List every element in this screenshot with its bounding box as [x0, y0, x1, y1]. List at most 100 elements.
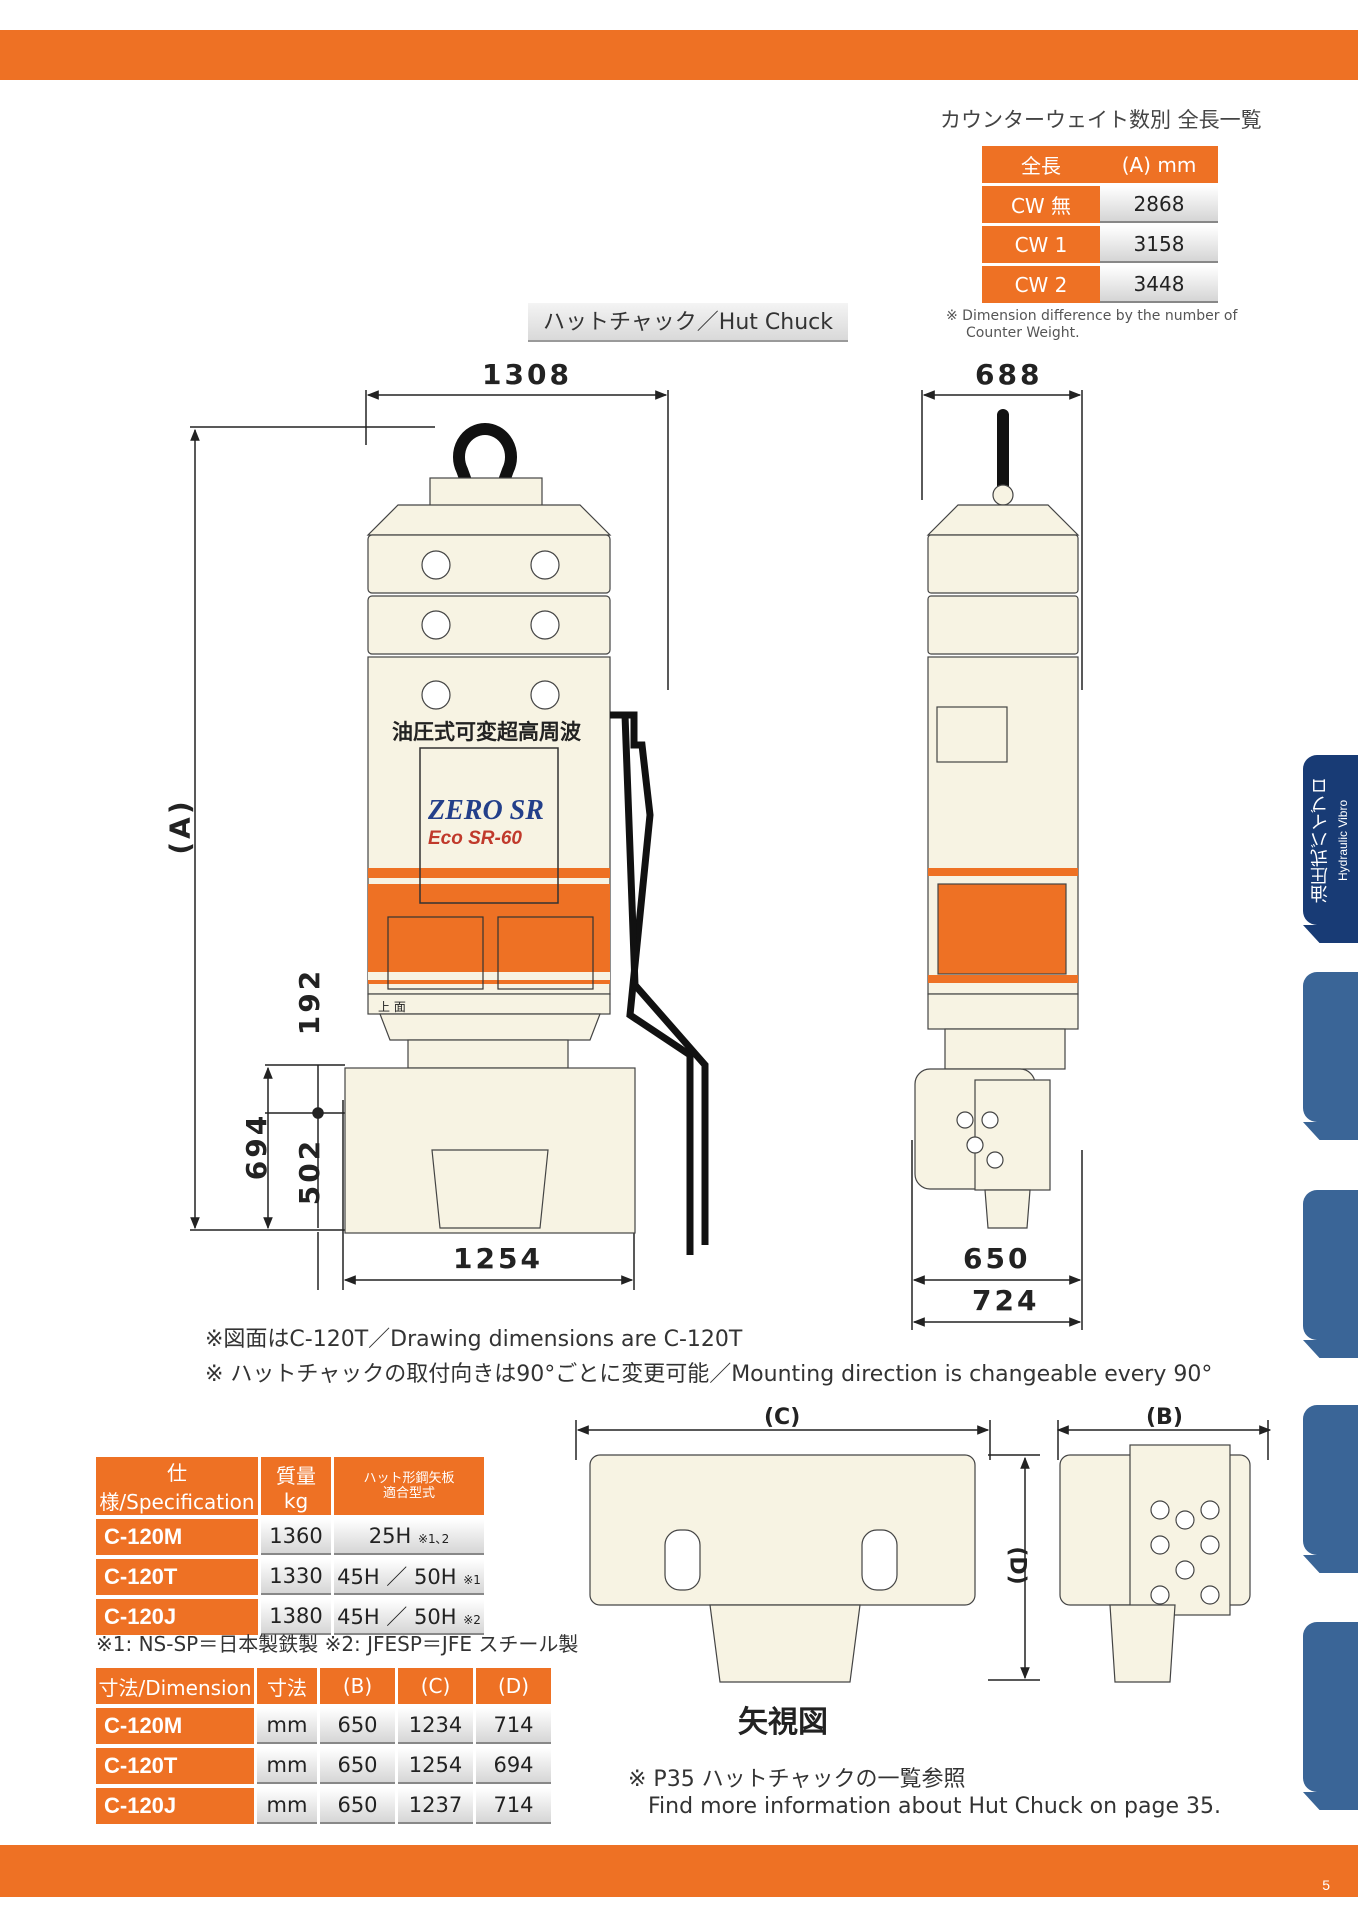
spec-header-spec: 仕様/Specification [96, 1457, 258, 1515]
cw-row-value: 3158 [1100, 226, 1218, 263]
view-label-d: (D) [1004, 1546, 1030, 1585]
reference-note-line1: ※ P35 ハットチャックの一覧参照 [628, 1767, 966, 1792]
cw-note-line1: ※ Dimension difference by the number of [946, 308, 1238, 324]
arrow-view-title: 矢視図 [738, 1705, 828, 1740]
cw-note-line2: Counter Weight. [966, 325, 1080, 341]
spec-type: 45H ／ 50H [337, 1565, 457, 1589]
side-tab-hydraulic-vibro[interactable]: 油圧式バイブロ Hydraulic Vibro [1303, 755, 1358, 925]
side-view [914, 409, 1080, 1229]
arrow-view-b [1059, 1444, 1251, 1683]
spec-model: C-120J [96, 1599, 258, 1635]
bottom-accent-bar [0, 1845, 1358, 1897]
dim-c: 1234 [398, 1708, 473, 1744]
spec-type: 25H [368, 1524, 412, 1548]
spec-mark: ※1 [463, 1573, 481, 1587]
top-mark: 上 面 [378, 1000, 406, 1014]
machine-text: 油圧式可変超高周波 [392, 720, 581, 744]
arrow-view-c [589, 1454, 976, 1683]
dim-d: 694 [476, 1748, 551, 1784]
dim-unit: mm [257, 1748, 317, 1784]
dim-502: 502 [293, 1137, 327, 1206]
cw-row-value: 2868 [1100, 186, 1218, 223]
spec-mark: ※2 [463, 1613, 481, 1627]
cw-row-value: 3448 [1100, 266, 1218, 303]
dim-b: 650 [320, 1748, 395, 1784]
spec-mass: 1380 [261, 1599, 331, 1635]
hut-chuck-label: ハットチャック／Hut Chuck [528, 303, 848, 342]
dim-b: 650 [320, 1708, 395, 1744]
spec-type-cell: 25H ※1､2 [334, 1519, 484, 1555]
dim-side-width: 688 [975, 358, 1043, 391]
spec-model: C-120M [96, 1519, 258, 1555]
table-row: C-120T 1330 45H ／ 50H ※1 [96, 1559, 484, 1595]
dim-b: 650 [320, 1788, 395, 1824]
table-row: 寸法/Dimension 寸法 (B) (C) (D) [96, 1668, 551, 1704]
table-row: 全長 (A) mm [982, 146, 1218, 183]
table-row: CW 無 2868 [982, 186, 1218, 223]
logo-sub: Eco SR-60 [428, 828, 522, 849]
dim-unit: mm [257, 1708, 317, 1744]
dim-unit: mm [257, 1788, 317, 1824]
table-row: C-120M 1360 25H ※1､2 [96, 1519, 484, 1555]
spec-header-mass: 質量 kg [261, 1457, 331, 1515]
cw-header-length: 全長 [982, 146, 1100, 183]
dim-bottom-width: 1254 [453, 1242, 543, 1275]
side-tab-3[interactable] [1303, 1190, 1358, 1340]
front-view [344, 423, 709, 1255]
table-row: C-120M mm 650 1234 714 [96, 1708, 551, 1744]
table-row: C-120J 1380 45H ／ 50H ※2 [96, 1599, 484, 1635]
spec-note: ※1: NS-SP＝日本製鉄製 ※2: JFESP＝JFE スチール製 [96, 1632, 579, 1656]
table-row: C-120J mm 650 1237 714 [96, 1788, 551, 1824]
spec-mass: 1330 [261, 1559, 331, 1595]
top-accent-bar [0, 30, 1358, 80]
dim-model: C-120J [96, 1788, 254, 1824]
note-line: ※ ハットチャックの取付向きは90°ごとに変更可能／Mounting direc… [205, 1362, 1213, 1387]
dim-d: 714 [476, 1708, 551, 1744]
dim-side-724: 724 [972, 1284, 1040, 1317]
side-tab-5[interactable] [1303, 1622, 1358, 1792]
note-line: ※図面はC-120T／Drawing dimensions are C-120T [205, 1327, 743, 1352]
dim-header-c: (C) [398, 1668, 473, 1704]
reference-note-line2: Find more information about Hut Chuck on… [648, 1794, 1221, 1819]
cw-table-title: カウンターウェイト数別 全長一覧 [940, 108, 1262, 132]
side-tab-4[interactable] [1303, 1405, 1358, 1555]
dim-header-d: (D) [476, 1668, 551, 1704]
table-row: CW 1 3158 [982, 226, 1218, 263]
spec-table: 仕様/Specification 質量 kg ハット形鋼矢板 適合型式 C-12… [93, 1453, 487, 1639]
spec-header-type: ハット形鋼矢板 適合型式 [334, 1457, 484, 1515]
cw-row-label: CW 2 [982, 266, 1100, 303]
table-row: 仕様/Specification 質量 kg ハット形鋼矢板 適合型式 [96, 1457, 484, 1515]
dim-c: 1254 [398, 1748, 473, 1784]
dim-header-unit: 寸法 [257, 1668, 317, 1704]
dim-header-dimension: 寸法/Dimension [96, 1668, 254, 1704]
dim-height-a: (A) [163, 798, 197, 855]
dim-c: 1237 [398, 1788, 473, 1824]
table-row: CW 2 3448 [982, 266, 1218, 303]
spec-type-cell: 45H ／ 50H ※2 [334, 1599, 484, 1635]
view-label-b: (B) [1146, 1405, 1183, 1430]
dim-192: 192 [293, 967, 327, 1036]
spec-model: C-120T [96, 1559, 258, 1595]
dim-model: C-120T [96, 1748, 254, 1784]
spec-type: 45H ／ 50H [337, 1605, 457, 1629]
dim-front-width: 1308 [482, 358, 572, 391]
dim-header-b: (B) [320, 1668, 395, 1704]
spec-type-cell: 45H ／ 50H ※1 [334, 1559, 484, 1595]
dim-side-650: 650 [963, 1242, 1031, 1275]
drawing-notes: ※図面はC-120T／Drawing dimensions are C-120T… [205, 1322, 1212, 1392]
cw-header-mm: (A) mm [1100, 146, 1218, 183]
table-row: C-120T mm 650 1254 694 [96, 1748, 551, 1784]
cw-length-table: 全長 (A) mm CW 無 2868 CW 1 3158 CW 2 3448 [982, 143, 1218, 306]
dim-694: 694 [240, 1112, 274, 1181]
view-label-c: (C) [764, 1405, 801, 1430]
page-number: 5 [1322, 1877, 1330, 1893]
logo-main: ZERO SR [428, 795, 544, 826]
cw-row-label: CW 1 [982, 226, 1100, 263]
reference-note: ※ P35 ハットチャックの一覧参照 Find more information… [628, 1766, 1221, 1820]
cw-row-label: CW 無 [982, 186, 1100, 223]
spec-mark: ※1､2 [417, 1532, 450, 1546]
dim-model: C-120M [96, 1708, 254, 1744]
dimension-table: 寸法/Dimension 寸法 (B) (C) (D) C-120M mm 65… [93, 1664, 554, 1828]
side-tab-2[interactable] [1303, 972, 1358, 1122]
